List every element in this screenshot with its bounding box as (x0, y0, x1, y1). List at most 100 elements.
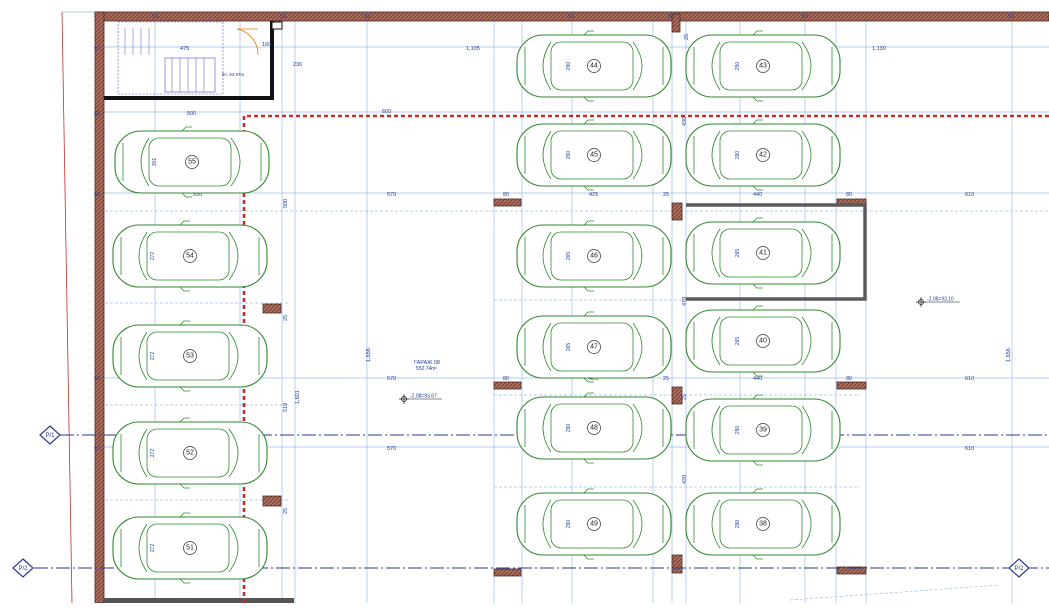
dimension-label: 425 (589, 192, 598, 198)
space-dimension: 272 (150, 252, 156, 261)
space-dimension: 290 (735, 426, 741, 435)
dimension-label: 440 (753, 376, 762, 382)
dimension-label: 160 (262, 42, 271, 48)
space-dimension: 290 (566, 424, 572, 433)
space-number: 45 (590, 152, 598, 159)
space-number-badge (587, 148, 601, 162)
dimension-label: 25 (682, 394, 688, 400)
space-number: 54 (186, 253, 194, 260)
dimension-label: 80 (503, 192, 509, 198)
dimension-label: 1,105 (466, 46, 480, 52)
dimension-label: 436 (682, 117, 688, 126)
space-number-badge (183, 446, 197, 460)
space-number: 39 (759, 427, 767, 434)
dimension-label: 53 (94, 376, 100, 382)
space-number-badge (756, 59, 770, 73)
space-number: 48 (590, 425, 598, 432)
dimension-label: 570 (387, 192, 396, 198)
space-number: 42 (759, 152, 767, 159)
dimension-label: 570 (387, 446, 396, 452)
parking-space-39: 39 290 (685, 394, 841, 466)
elevation-mark-right: -2.08=93.10 (916, 297, 960, 307)
dimension-label: 1,601 (295, 390, 301, 404)
space-dimension: 290 (566, 62, 572, 71)
space-number: 49 (590, 521, 598, 528)
dimension-label: 80 (846, 376, 852, 382)
dimension-label: 53 (94, 192, 100, 198)
dimension-label: 530 (193, 192, 202, 198)
space-number-badge (587, 249, 601, 263)
space-number-badge (587, 517, 601, 531)
space-number: 38 (759, 521, 767, 528)
space-number: 46 (590, 253, 598, 260)
dimension-label: 25 (684, 34, 690, 40)
space-dimension: 290 (566, 520, 572, 529)
space-dimension: 272 (150, 544, 156, 553)
space-dimension: 265 (735, 337, 741, 346)
dimension-label: 570 (387, 376, 396, 382)
dimension-label: 500 (187, 111, 196, 117)
parking-space-48: 48 290 (516, 392, 672, 464)
space-number: 47 (590, 344, 598, 351)
dimension-label: 53 (152, 14, 158, 20)
space-number-badge (587, 421, 601, 435)
axis-marker-r2-left: Р/2 (12, 558, 34, 578)
space-number-badge (587, 340, 601, 354)
space-dimension: 290 (735, 520, 741, 529)
dimension-label: 475 (180, 46, 189, 52)
dimension-label: 80 (503, 376, 509, 382)
parking-space-38: 38 290 (685, 488, 841, 560)
dimension-label: 53 (568, 14, 574, 20)
space-number-badge (185, 155, 199, 169)
dimension-label: 80 (846, 192, 852, 198)
space-number-badge (756, 334, 770, 348)
space-number-badge (183, 349, 197, 363)
dimension-label: 53 (280, 14, 286, 20)
space-dimension: 301 (152, 158, 158, 167)
dimension-label: 53 (94, 446, 100, 452)
dimension-label: 425 (589, 376, 598, 382)
room-area: 552.74m² (416, 366, 437, 372)
dimension-label: 500 (283, 199, 289, 208)
dimension-label: 25 (663, 376, 669, 382)
axis-marker-r1: Р/1 (39, 425, 61, 445)
space-number-badge (183, 249, 197, 263)
parking-space-41: 41 265 (685, 217, 841, 289)
parking-space-49: 49 290 (516, 488, 672, 560)
dimension-label: 53 (1008, 14, 1014, 20)
elevation-mark-left: -2.08=93.67 (399, 394, 442, 404)
axis-label-r2-left: Р/2 (18, 566, 28, 572)
space-number-badge (587, 59, 601, 73)
dimension-label: 1,656 (1006, 348, 1012, 362)
parking-space-54: 54 272 (112, 220, 268, 292)
space-number-badge (183, 541, 197, 555)
axis-label-r2-right: Р/2 (1014, 566, 1024, 572)
room-name: ГАРАЖ 08 (414, 360, 440, 366)
dimension-label: 53 (802, 14, 808, 20)
axis-marker-r2-right: Р/2 (1008, 558, 1030, 578)
stair-level-label: fin. 93.97m (222, 72, 245, 77)
space-number: 43 (759, 63, 767, 70)
space-dimension: 272 (150, 352, 156, 361)
dimension-label: 53 (94, 46, 100, 52)
space-number-badge (756, 148, 770, 162)
dimension-label: 53 (364, 14, 370, 20)
dimension-label: 610 (965, 376, 974, 382)
space-number-badge (756, 246, 770, 260)
space-number: 41 (759, 250, 767, 257)
elevation-label: -2.08=93.67 (410, 394, 437, 400)
space-dimension: 265 (566, 343, 572, 352)
dimension-label: 25 (283, 508, 289, 514)
space-dimension: 265 (735, 249, 741, 258)
